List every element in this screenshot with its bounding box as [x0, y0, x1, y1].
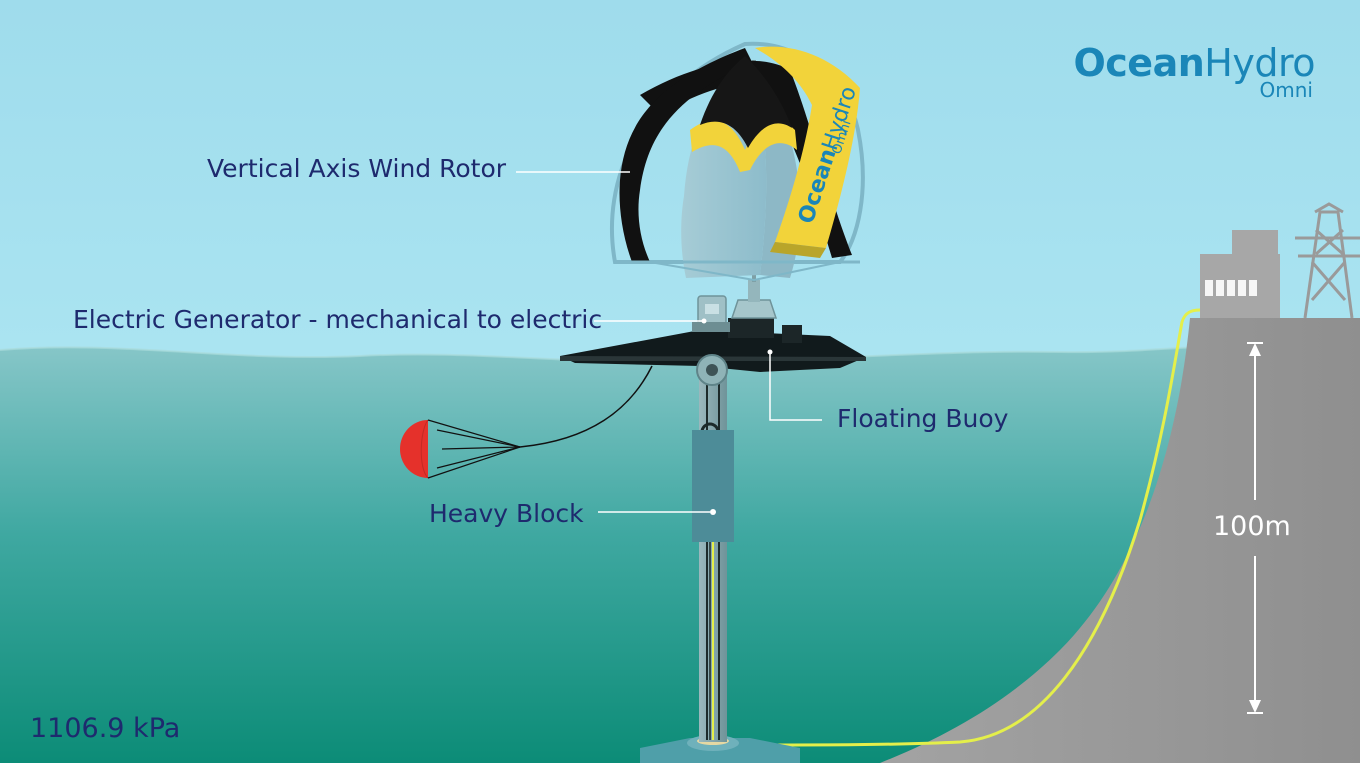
depth-label: 100m: [1213, 511, 1291, 542]
pressure-readout: 1106.9 kPa: [30, 713, 180, 744]
tether-mast: [699, 370, 727, 742]
brand-logo: OceanHydro Omni: [1073, 44, 1315, 100]
heavy-block-marker: [710, 509, 716, 515]
heavy-block: [692, 430, 734, 542]
label-electric-generator: Electric Generator - mechanical to elect…: [73, 307, 602, 332]
label-floating-buoy: Floating Buoy: [837, 406, 1008, 431]
label-wind-rotor: Vertical Axis Wind Rotor: [207, 156, 506, 181]
logo-brand-bold: Ocean: [1073, 41, 1204, 85]
label-heavy-block: Heavy Block: [429, 501, 584, 526]
